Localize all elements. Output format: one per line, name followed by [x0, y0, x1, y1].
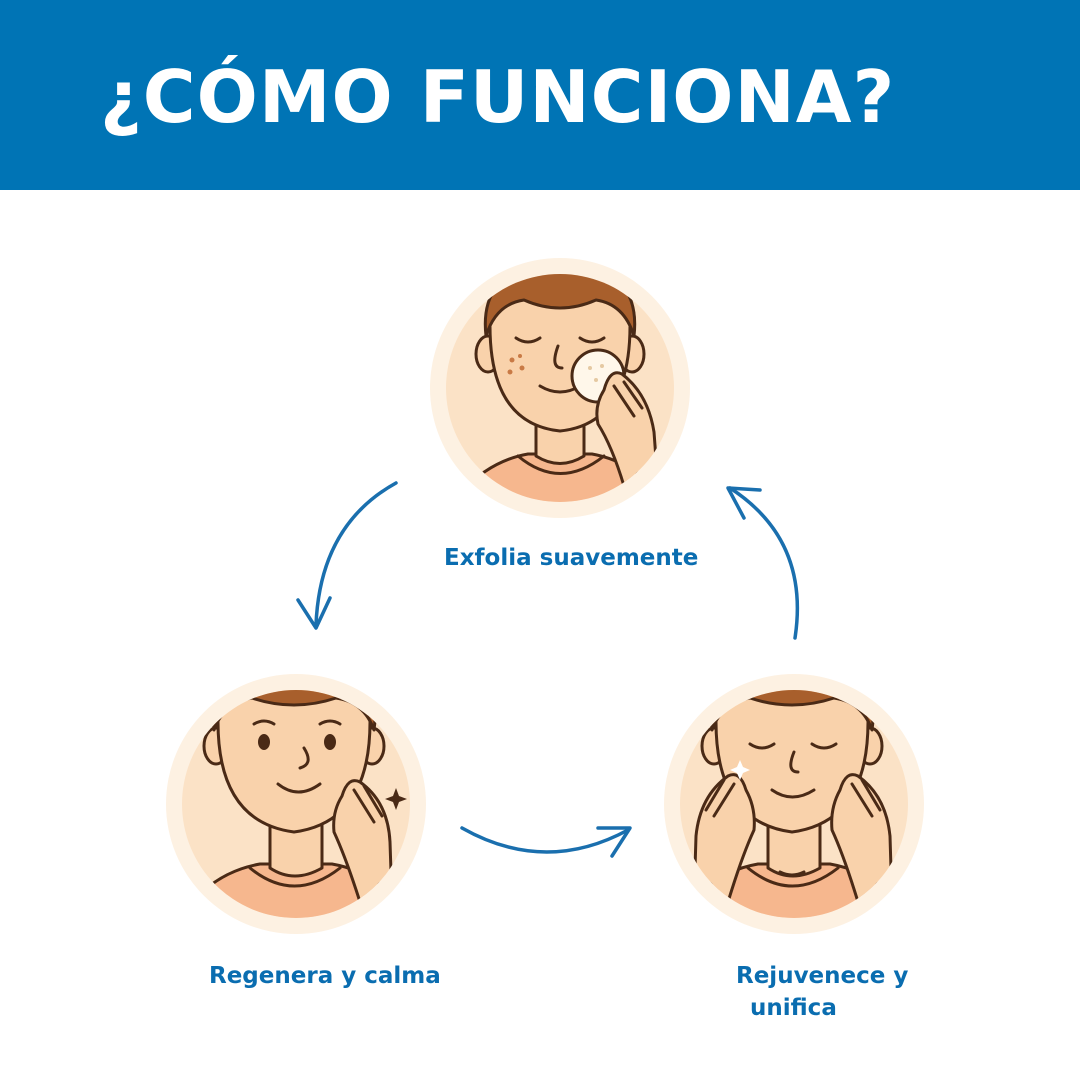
- face-exfoliating-pad-icon: [430, 258, 690, 518]
- step-caption-rejuvenate-line1: Rejuvenece y: [736, 963, 909, 989]
- header-banner: ¿CÓMO FUNCIONA?: [0, 0, 1080, 190]
- step-caption-rejuvenate-line2: unifica: [750, 995, 837, 1021]
- step-caption-regenerate: Regenera y calma: [209, 963, 441, 989]
- step-regenerate: [164, 672, 428, 936]
- arrow-exfoliate-to-regenerate-head: [296, 596, 332, 630]
- arrow-regenerate-to-rejuvenate: [460, 826, 630, 854]
- step-caption-exfoliate: Exfolia suavemente: [444, 545, 699, 571]
- page-title: ¿CÓMO FUNCIONA?: [100, 55, 896, 139]
- arrow-rejuvenate-to-exfoliate: [728, 486, 800, 640]
- step-exfoliate: [428, 256, 692, 520]
- face-smiling-sparkle-icon: [166, 674, 426, 934]
- step-rejuvenate: [662, 672, 926, 936]
- face-hands-glow-icon: [664, 674, 924, 934]
- arrow-rejuvenate-to-exfoliate-head: [726, 486, 762, 520]
- arrow-regenerate-to-rejuvenate-head: [596, 826, 632, 858]
- step-caption-rejuvenate: Rejuvenece y unifica: [736, 960, 908, 1024]
- arrow-exfoliate-to-regenerate: [314, 481, 398, 627]
